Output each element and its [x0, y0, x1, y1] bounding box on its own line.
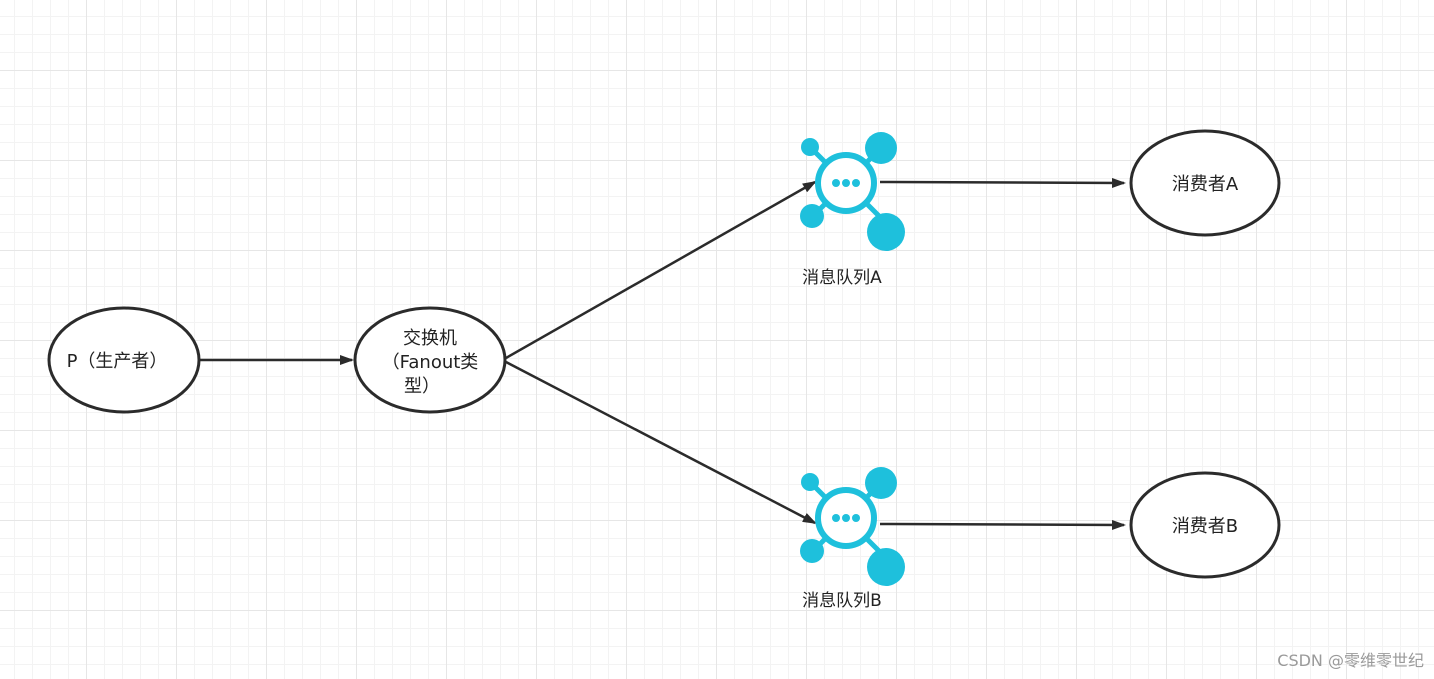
exchange-label-line1: 交换机 [403, 328, 457, 349]
node-consumer-b[interactable]: 消费者B [1129, 471, 1281, 579]
edge-exchange-queue-a [505, 180, 817, 360]
edge-queue-a-consumer-a [879, 177, 1126, 188]
node-queue-b[interactable]: 消息队列B [800, 467, 905, 611]
queue-a-label: 消息队列A [802, 268, 882, 288]
queue-b-label: 消息队列B [802, 591, 882, 611]
producer-ellipse [47, 306, 201, 414]
node-producer[interactable]: P（生产者） [47, 306, 201, 414]
consumer-b-label: 消费者B [1172, 516, 1238, 537]
producer-label: P（生产者） [67, 351, 168, 372]
node-consumer-a[interactable]: 消费者A [1129, 129, 1281, 237]
message-queue-icon [800, 132, 905, 251]
consumer-a-ellipse [1129, 129, 1281, 237]
exchange-ellipse [353, 306, 507, 414]
exchange-label-line2: （Fanout类 [382, 352, 479, 373]
node-queue-a[interactable]: 消息队列A [800, 132, 905, 288]
consumer-a-label: 消费者A [1172, 174, 1239, 195]
exchange-label-line3: 型） [404, 376, 440, 397]
edge-exchange-queue-b [505, 360, 817, 525]
message-queue-icon [800, 467, 905, 586]
edge-queue-b-consumer-b [879, 519, 1126, 530]
node-exchange[interactable]: 交换机 （Fanout类 型） [353, 306, 507, 414]
consumer-b-ellipse [1129, 471, 1281, 579]
watermark: CSDN @零维零世纪 [1277, 651, 1424, 670]
